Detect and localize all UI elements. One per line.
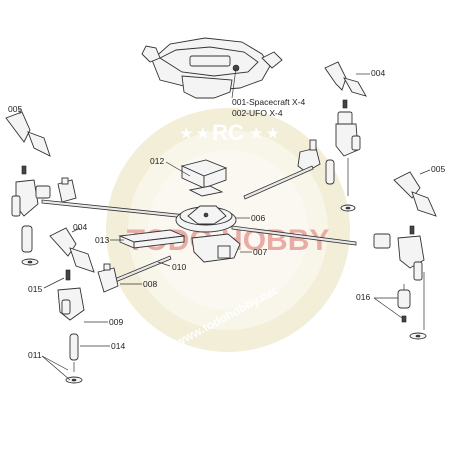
label-011: 011 bbox=[28, 350, 42, 360]
top-cover-012 bbox=[180, 159, 228, 197]
propeller-004-left bbox=[49, 227, 95, 273]
shaft-stack-left bbox=[57, 269, 85, 384]
arm-rods bbox=[41, 165, 357, 284]
label-008: 008 bbox=[143, 279, 157, 289]
label-001: 001-Spacecraft X-4 bbox=[232, 97, 306, 107]
motor-mount-008 bbox=[97, 263, 119, 293]
motor-mount-left bbox=[57, 177, 77, 203]
watermark-top-text: RC bbox=[212, 120, 244, 145]
svg-text:★ ★: ★ ★ bbox=[180, 125, 209, 141]
center-hub-006 bbox=[175, 205, 237, 233]
label-012: 012 bbox=[150, 156, 164, 166]
bottom-frame-007 bbox=[191, 233, 241, 263]
label-007: 007 bbox=[253, 247, 267, 257]
label-006: 006 bbox=[251, 213, 265, 223]
watermark-seal: RC ★ ★ ★ ★ TODO HOBBY www.todohobby.net bbox=[106, 108, 350, 352]
propeller-004-top-right bbox=[324, 61, 367, 212]
battery-013 bbox=[118, 229, 186, 249]
label-005-right: 005 bbox=[431, 164, 445, 174]
label-009: 009 bbox=[109, 317, 123, 327]
label-013: 013 bbox=[95, 235, 109, 245]
propeller-005-right bbox=[373, 171, 437, 340]
label-010: 010 bbox=[172, 262, 186, 272]
svg-text:★ ★: ★ ★ bbox=[250, 125, 279, 141]
label-005-top-left: 005 bbox=[8, 104, 22, 114]
motor-016 bbox=[397, 284, 411, 323]
label-016: 016 bbox=[356, 292, 370, 302]
label-014: 014 bbox=[111, 341, 125, 351]
label-015: 015 bbox=[28, 284, 42, 294]
label-002: 002-UFO X-4 bbox=[232, 108, 283, 118]
spacecraft-body-part bbox=[141, 37, 283, 99]
propeller-005-top-left bbox=[5, 111, 51, 266]
label-004-left: 004 bbox=[73, 222, 87, 232]
label-004-top-right: 004 bbox=[371, 68, 385, 78]
